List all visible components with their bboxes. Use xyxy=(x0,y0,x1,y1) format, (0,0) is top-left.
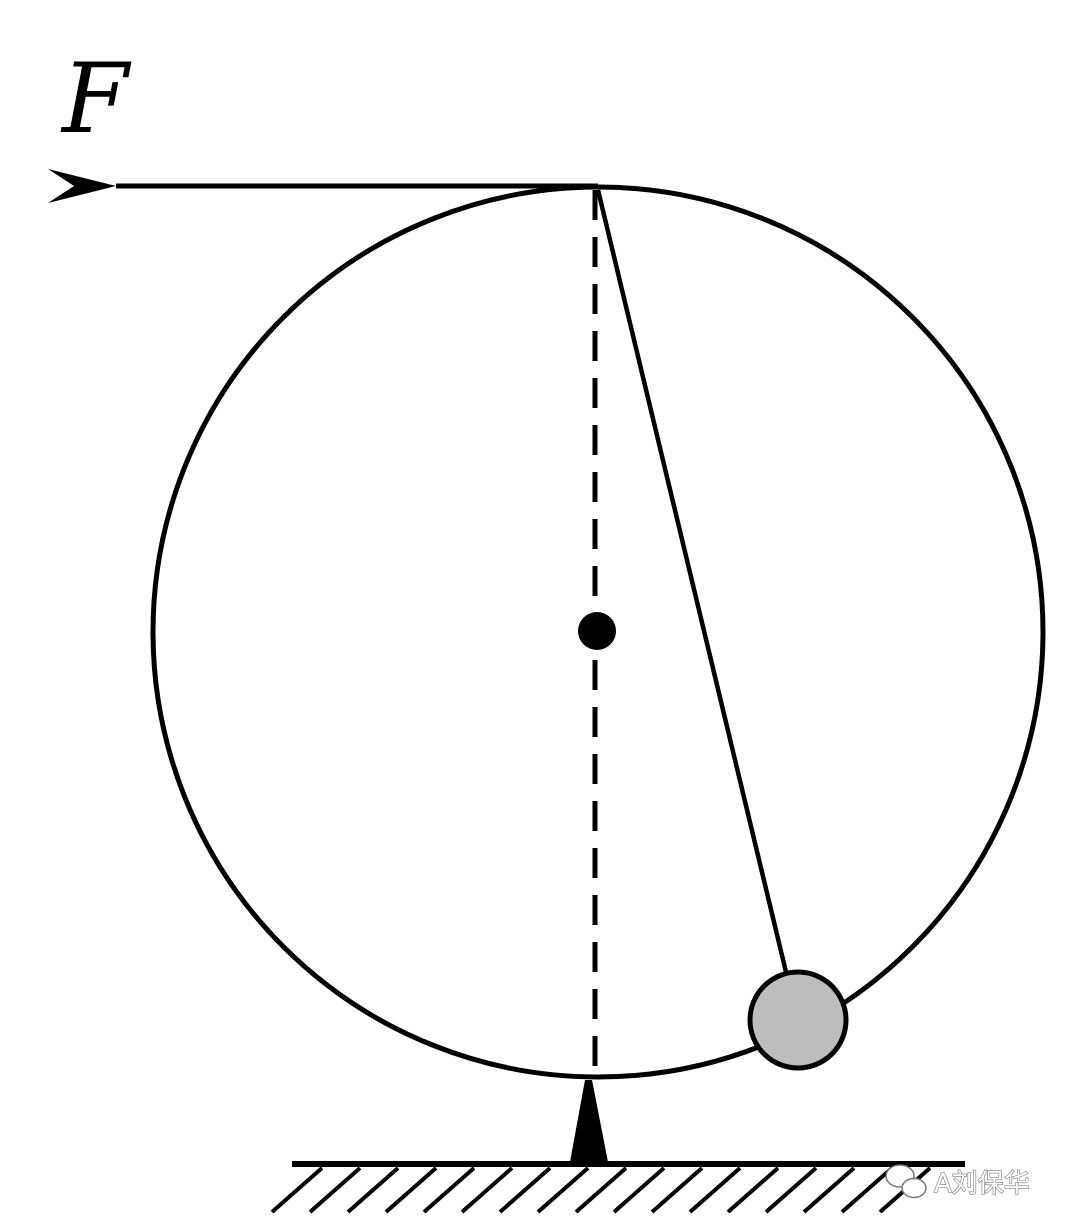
support-pivot xyxy=(570,1080,608,1162)
wechat-icon xyxy=(885,1164,927,1199)
ball xyxy=(747,969,849,1071)
watermark-text: A刘保华 xyxy=(934,1169,1030,1199)
force-label: F xyxy=(60,43,132,155)
string-line xyxy=(595,189,789,973)
watermark: A刘保华 xyxy=(885,1164,1030,1200)
center-point xyxy=(578,612,616,650)
ground-hatching xyxy=(270,1166,932,1214)
hoop-ring xyxy=(150,184,1046,1080)
